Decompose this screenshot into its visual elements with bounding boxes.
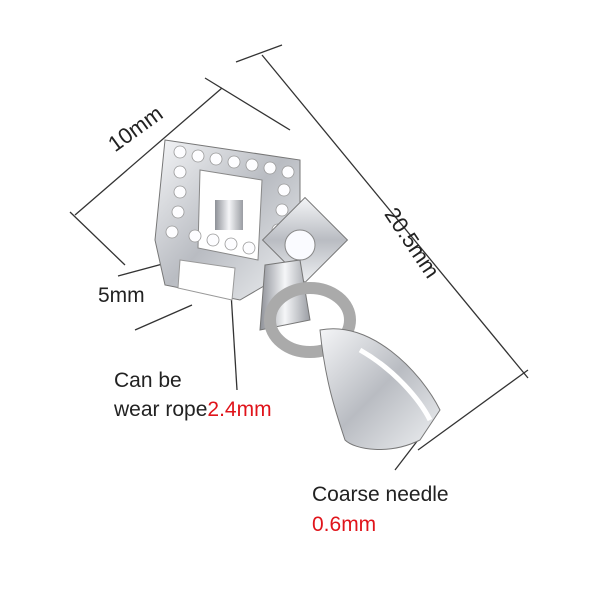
pendant-pin — [259, 259, 441, 450]
rope-label-text: wear rope — [114, 398, 208, 421]
thickness-dimension-label: 5mm — [98, 284, 145, 307]
needle-label: Coarse needle — [312, 483, 449, 506]
needle-value: 0.6mm — [312, 513, 377, 536]
side-gem — [261, 196, 349, 284]
bail-body — [154, 139, 301, 301]
rope-label-line2: wear rope2.4mm — [114, 399, 272, 420]
rope-label-line1: Can be — [114, 369, 182, 392]
rope-value: 2.4mm — [207, 398, 272, 421]
